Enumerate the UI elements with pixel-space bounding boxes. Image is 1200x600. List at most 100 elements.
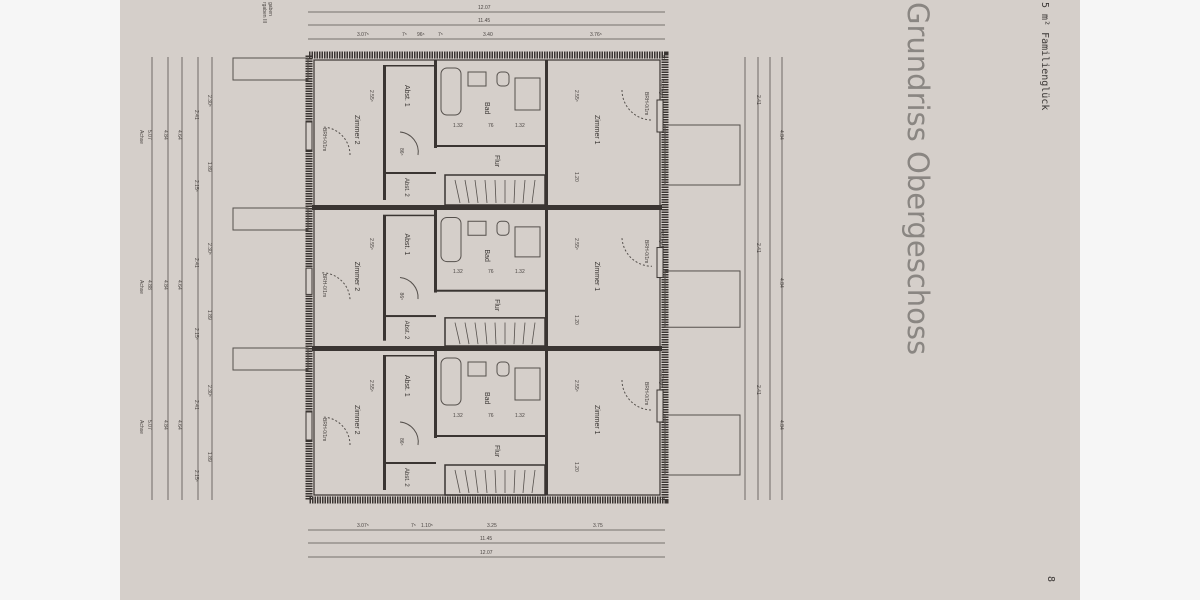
document-header: 5 m² Familienglück xyxy=(1039,2,1050,110)
bathtub xyxy=(440,67,462,116)
outside-element xyxy=(232,347,309,371)
dimension-label: 1.32 xyxy=(515,413,525,419)
interior-wall xyxy=(545,210,548,346)
dimension-label: 2.15⁵ xyxy=(193,328,199,340)
dimension-label: 2.55⁵ xyxy=(368,238,374,250)
outside-element xyxy=(232,57,309,81)
stair-step xyxy=(464,322,470,345)
wall xyxy=(437,435,545,437)
stair-step xyxy=(531,469,536,494)
dimension-label: 1.20 xyxy=(573,462,579,472)
stair-step xyxy=(454,322,461,345)
stair-step xyxy=(474,322,479,345)
balcony xyxy=(664,124,741,186)
dim-segment-top: 3.07⁵ xyxy=(357,32,369,38)
room-label-bad: Bad xyxy=(483,249,490,262)
toilet xyxy=(496,220,510,236)
dimension-label: 1.89 xyxy=(206,452,212,462)
staircase xyxy=(444,317,546,347)
window-label: BRH-0/1m xyxy=(643,240,649,263)
wall xyxy=(386,65,436,67)
dimension-label: 1.32 xyxy=(515,123,525,129)
room-label-flur: Flur xyxy=(493,299,500,312)
dimension-label: 2.41 xyxy=(755,243,761,253)
window-label: BRH-0/1m xyxy=(643,382,649,405)
bathtub xyxy=(440,217,462,263)
dimension-label: 1.32 xyxy=(453,413,463,419)
dimension-label: 1.89 xyxy=(206,310,212,320)
stair-step xyxy=(494,469,497,494)
door-swing xyxy=(621,238,653,267)
left-note-1: gaben xyxy=(267,2,273,16)
stair-step xyxy=(494,179,497,204)
stair-step xyxy=(474,469,479,494)
balcony-door xyxy=(656,247,664,279)
dimension-label: 86⁵ xyxy=(398,438,404,446)
stair-step xyxy=(522,322,526,345)
stair-step xyxy=(484,179,488,204)
dimension-label: 2.30⁵ xyxy=(206,95,212,107)
balcony-label: 2-Flügel xyxy=(658,370,664,388)
wall xyxy=(437,289,545,292)
window-left xyxy=(305,121,313,151)
dim-segment-top: 96⁵ xyxy=(417,32,425,38)
dimension-label: 4.64 xyxy=(176,280,182,290)
balcony xyxy=(664,414,741,476)
dimension-label: 4.84 xyxy=(162,420,168,430)
outside-element xyxy=(232,207,309,231)
dimension-label: 2.41 xyxy=(755,95,761,105)
window-left xyxy=(305,267,313,295)
dimension-label: 4.84 xyxy=(778,130,784,140)
axis-label: Achse xyxy=(138,280,144,294)
dimension-label: 2.41 xyxy=(193,258,199,268)
room-label-zimmer-1: Zimmer 1 xyxy=(593,262,600,292)
dim-segment-bottom: 1.10⁵ xyxy=(421,523,433,529)
wall xyxy=(434,350,437,438)
plan-title: Grundriss Obergeschoss xyxy=(901,2,935,355)
stair-step xyxy=(464,179,470,204)
stair-step xyxy=(513,179,516,204)
room-label-zimmer-1: Zimmer 1 xyxy=(593,115,600,145)
dim-segment-bottom: 3.75 xyxy=(593,523,603,529)
wall xyxy=(386,315,436,318)
dimension-label: 2.41 xyxy=(193,110,199,120)
door-swing xyxy=(399,421,419,446)
window-left xyxy=(305,411,313,441)
balcony-door xyxy=(656,389,664,423)
window-label: BRH-0/1m xyxy=(321,274,327,297)
interior-wall xyxy=(545,60,548,205)
window-label: BRH-0/1m xyxy=(321,418,327,441)
room-label-flur: Flur xyxy=(493,155,500,168)
dimension-label: 1.20 xyxy=(573,315,579,325)
dimension-label: 2.30⁵ xyxy=(206,243,212,255)
dimension-label: 86⁵ xyxy=(398,148,404,156)
toilet xyxy=(496,71,510,87)
dimension-label: 2.55⁵ xyxy=(573,238,579,250)
room-label-zimmer-1: Zimmer 1 xyxy=(593,405,600,435)
door-swing xyxy=(621,89,653,121)
door-swing xyxy=(399,131,419,156)
dim-total-top: 12.07 xyxy=(478,5,491,11)
dimension-label: 2.55⁵ xyxy=(573,90,579,102)
sink xyxy=(467,361,487,377)
room-label-abst-1: Abst. 1 xyxy=(403,85,410,107)
dimension-label: 86⁵ xyxy=(398,293,404,301)
stair-step xyxy=(484,469,488,494)
dimension-label: 2.55⁵ xyxy=(368,380,374,392)
wall xyxy=(386,355,436,357)
balcony xyxy=(664,270,741,328)
stair-step xyxy=(522,469,526,494)
dimension-label: 2.30⁵ xyxy=(206,385,212,397)
dimension-label: 76 xyxy=(488,123,494,129)
dimension-label: 2.55⁵ xyxy=(573,380,579,392)
interior-wall xyxy=(545,350,548,495)
dimension-label: 76 xyxy=(488,269,494,275)
dimension-label: 2.41 xyxy=(193,400,199,410)
dimension-label: 4.84 xyxy=(778,278,784,288)
room-label-zimmer-2: Zimmer 2 xyxy=(353,262,360,292)
dim-segment-top: 7⁵ xyxy=(438,32,443,38)
party-wall xyxy=(312,205,662,210)
